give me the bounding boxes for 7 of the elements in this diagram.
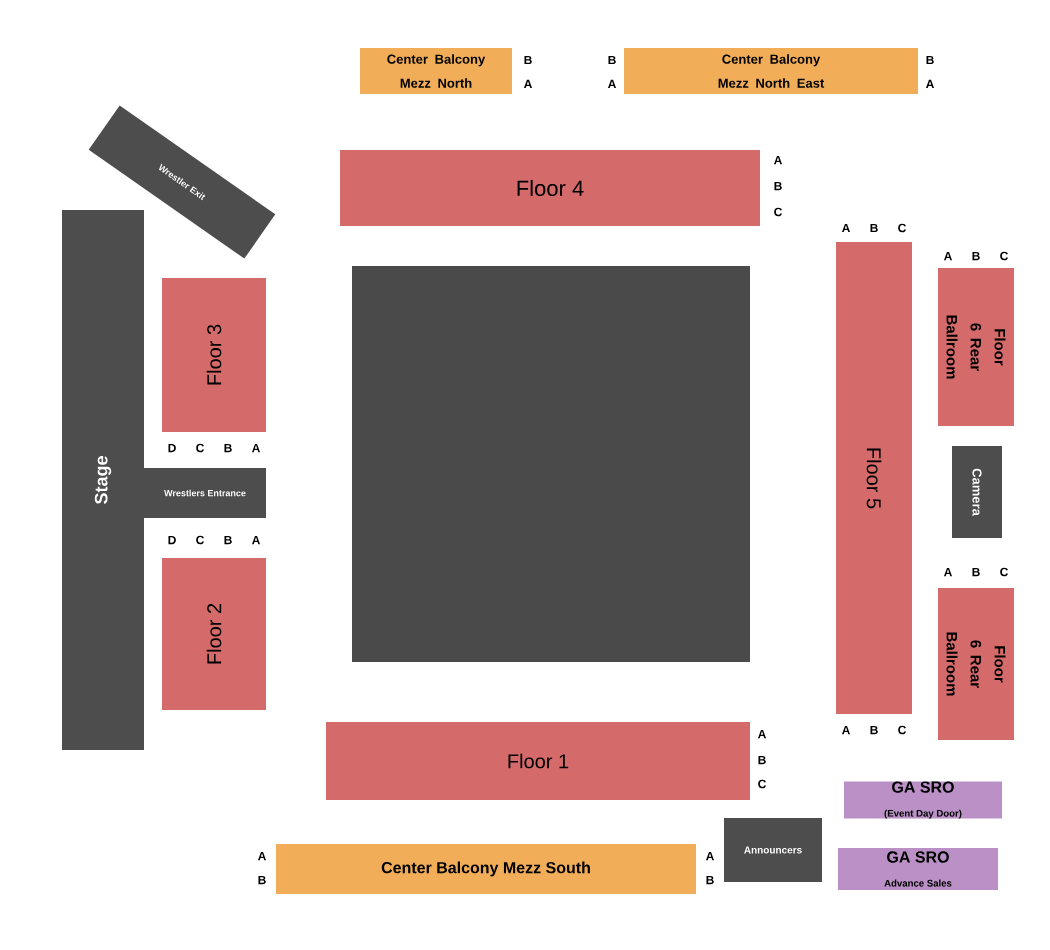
seating-section: Floor 1 [326, 722, 750, 800]
seating-section: Floor 5 [836, 242, 912, 714]
seating-section: Floor 3 [162, 278, 266, 432]
seating-section: Floor 2 [162, 558, 266, 710]
seating-section: Center Balcony Mezz South [276, 844, 696, 894]
ring-block [352, 266, 750, 662]
seating-section: Floor 4 [340, 150, 760, 226]
